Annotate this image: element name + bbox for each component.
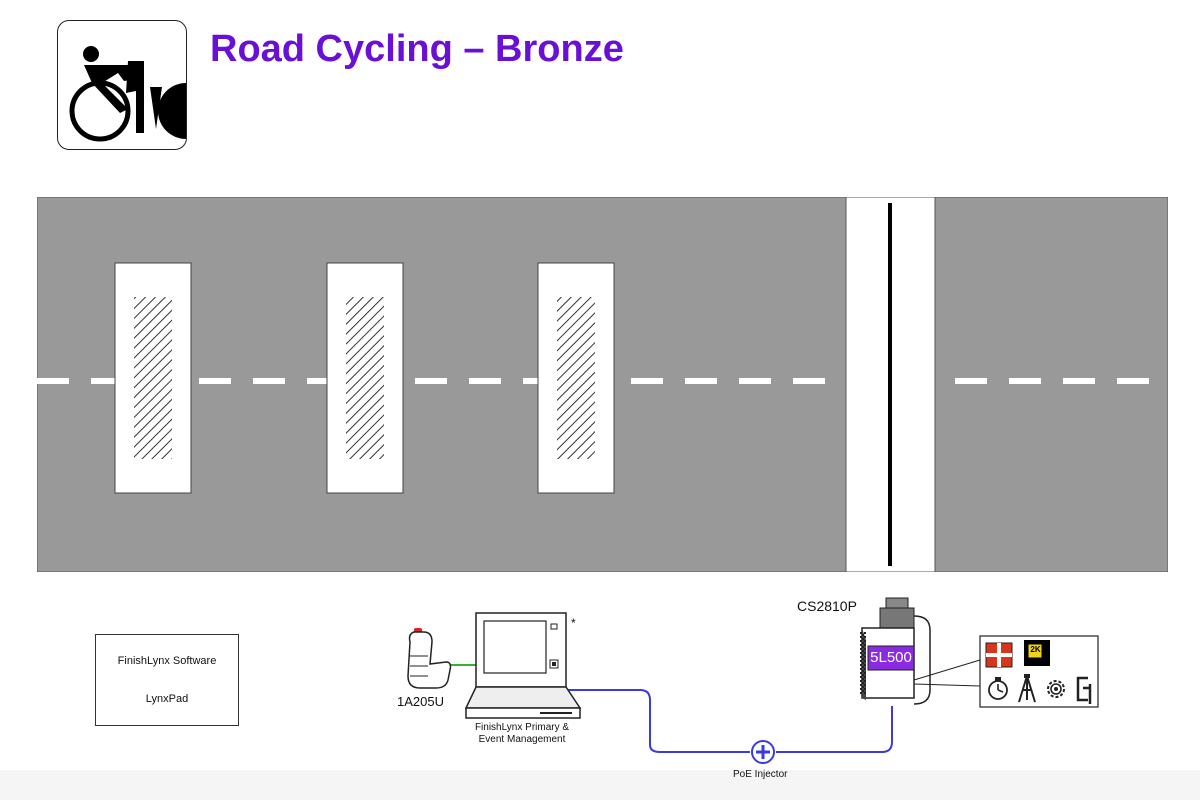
2k-badge-label: 2K xyxy=(1030,645,1041,654)
road-diagram xyxy=(37,197,1168,572)
software-legend: FinishLynx Software LynxPad xyxy=(95,634,239,726)
laptop-icon xyxy=(464,612,582,719)
legend-line-lynxpad: LynxPad xyxy=(145,693,189,705)
camera-badge-label: 5L500 xyxy=(870,649,912,666)
finish-line-zone xyxy=(845,197,936,572)
bottom-band xyxy=(0,770,1200,800)
poe-cable-laptop xyxy=(566,689,750,753)
poe-injector-label: PoE Injector xyxy=(733,769,788,780)
poe-cable-camera xyxy=(776,706,893,753)
handheld-label: 1A205U xyxy=(397,694,444,709)
gear-icon xyxy=(1047,680,1065,698)
accessory-connector-bottom xyxy=(913,683,981,687)
stopwatch-icon xyxy=(988,677,1008,700)
road-cycling-pictogram-icon xyxy=(69,46,186,142)
tripod-icon xyxy=(1018,674,1036,703)
ethernet-module-icon xyxy=(985,642,1013,668)
laptop-label: FinishLynx Primary & Event Management xyxy=(474,722,570,745)
handheld-start-switch-icon xyxy=(407,628,452,689)
road-cycling-logo xyxy=(57,20,187,150)
page-title: Road Cycling – Bronze xyxy=(210,28,624,70)
crossing-marker-3 xyxy=(537,262,615,494)
crossing-marker-1 xyxy=(114,262,192,494)
legend-line-software: FinishLynx Software xyxy=(117,655,217,667)
clamp-icon xyxy=(1076,676,1092,704)
crossing-marker-2 xyxy=(326,262,404,494)
poe-injector-icon xyxy=(751,740,775,764)
laptop-footnote-marker: * xyxy=(571,616,576,630)
accessory-connector-top xyxy=(913,659,981,681)
camera-model-label: CS2810P xyxy=(797,598,857,614)
